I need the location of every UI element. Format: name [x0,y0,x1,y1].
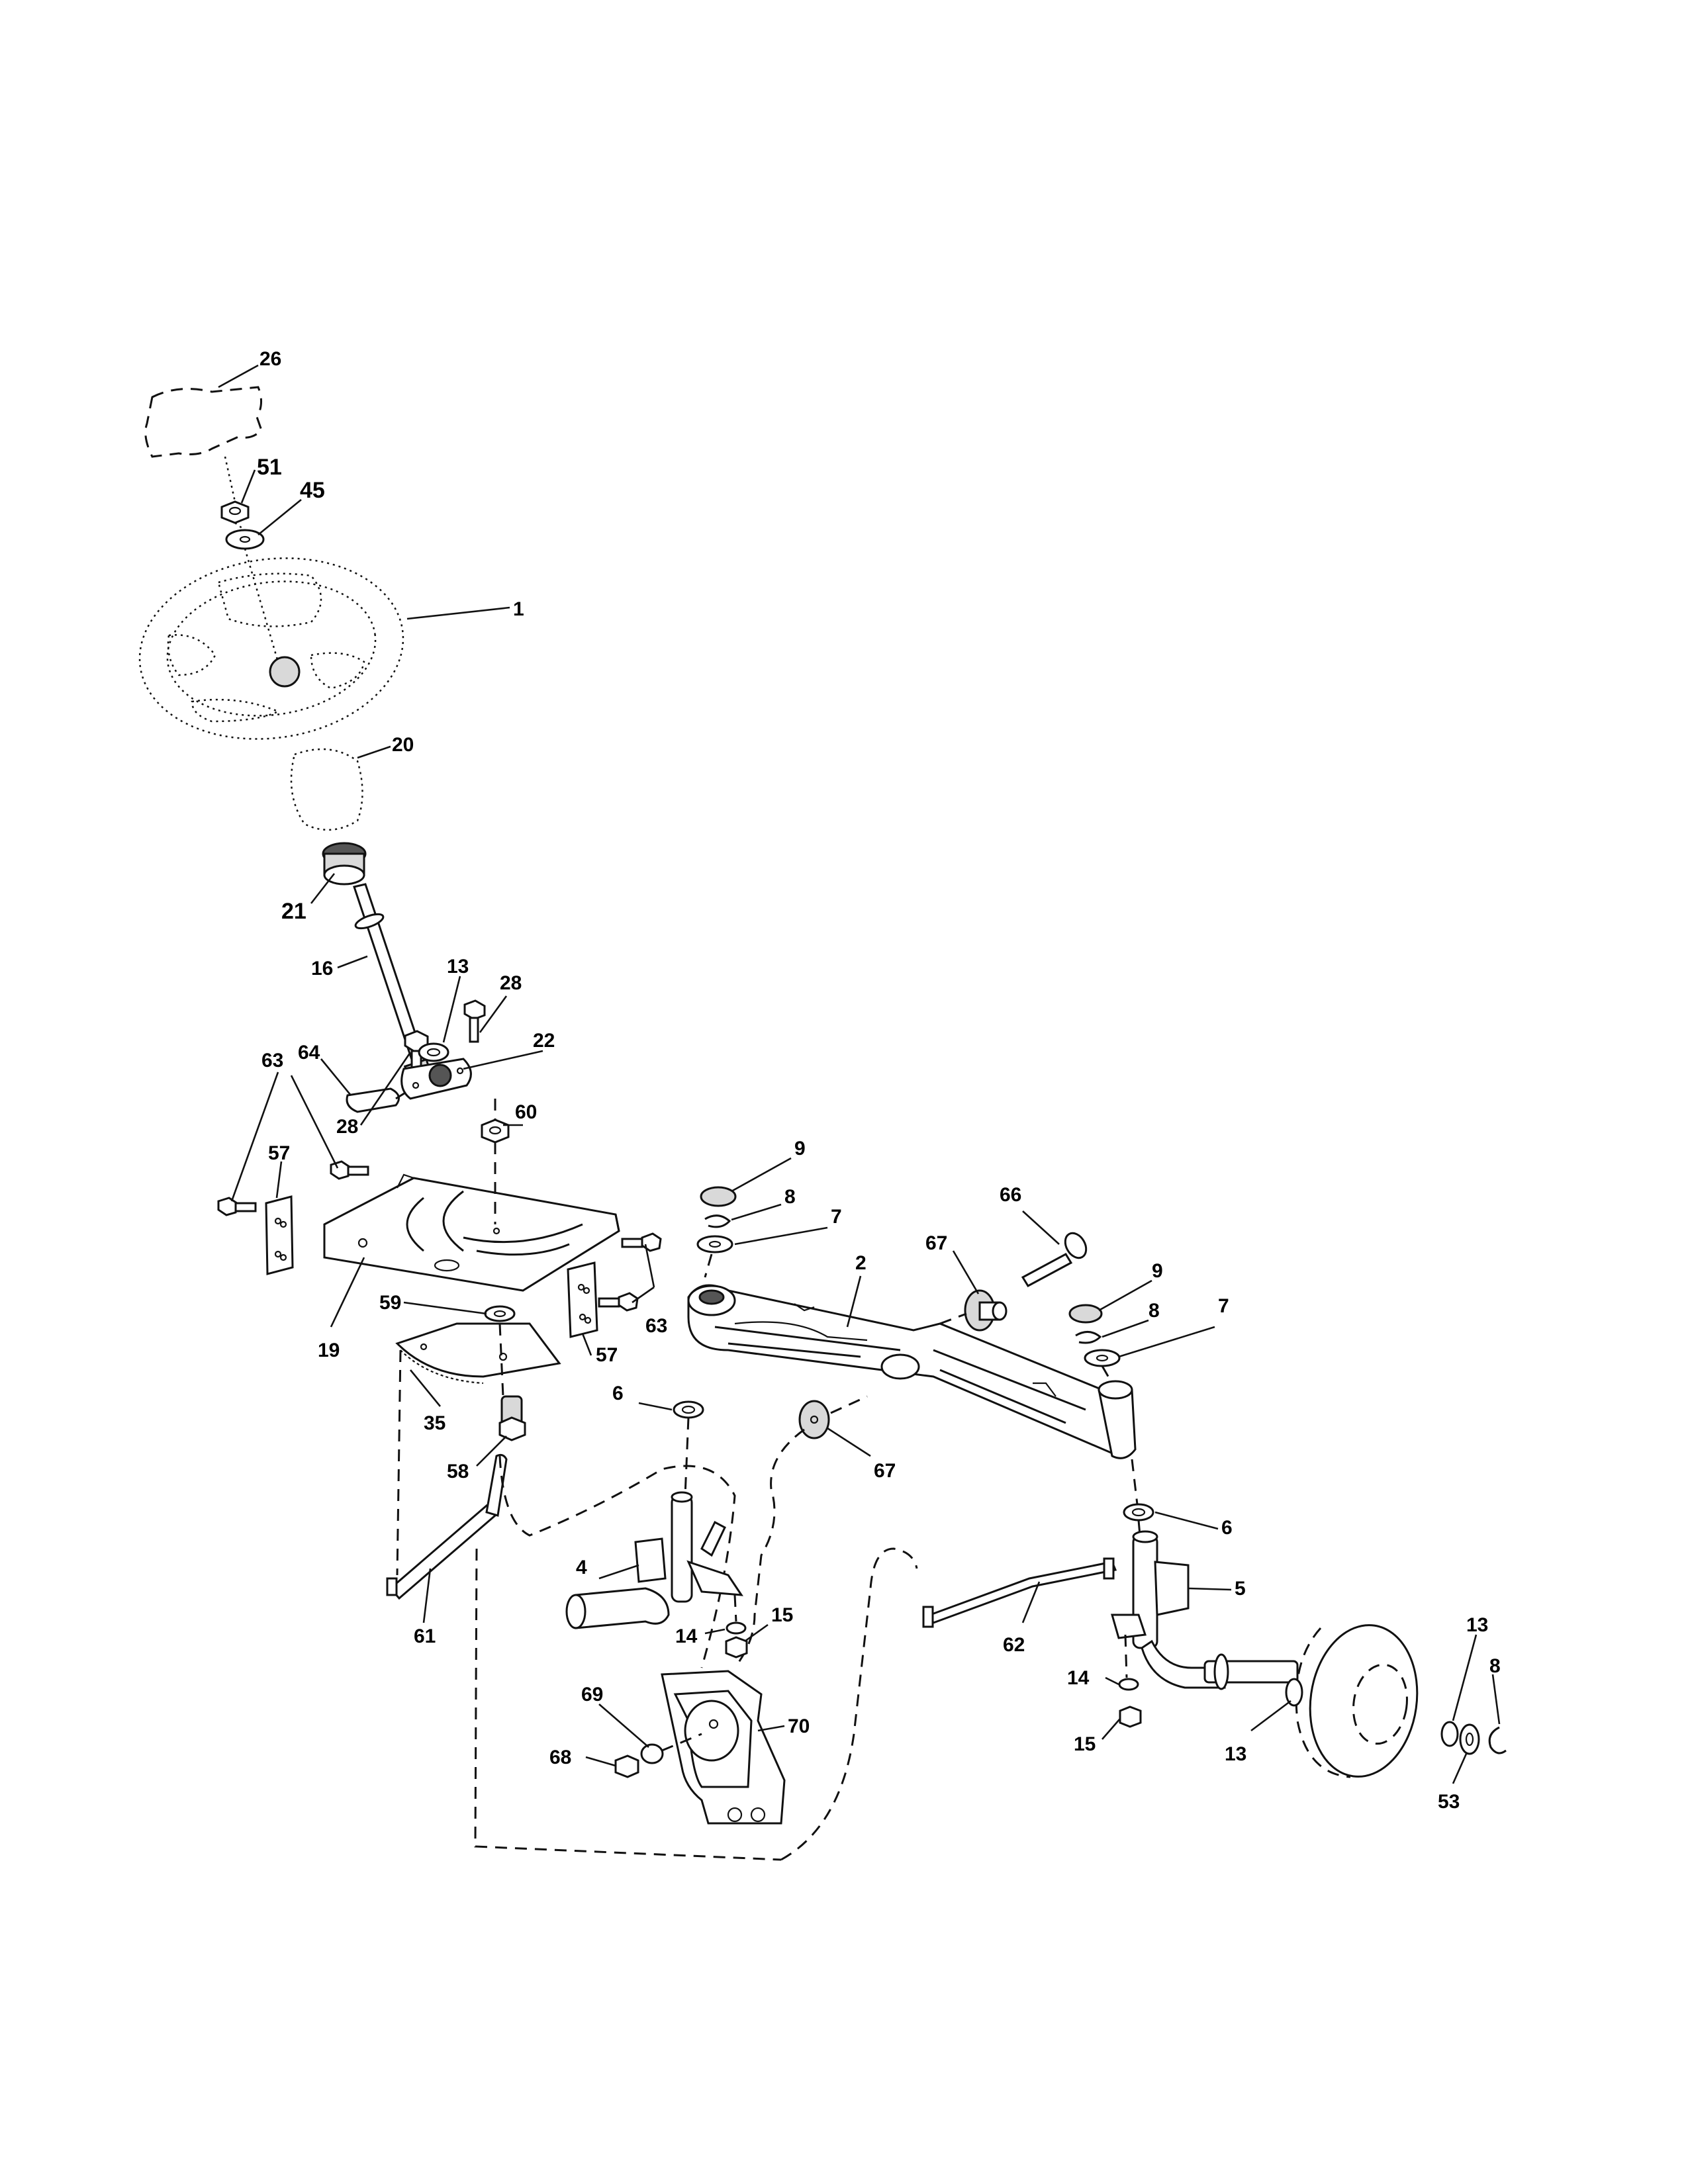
callout-28-lower: 28 [336,1116,358,1138]
callout-66: 66 [1000,1184,1021,1206]
part-2-front-axle [687,1284,1137,1459]
part-59-washer [484,1305,516,1322]
callout-2: 2 [855,1252,867,1274]
callout-15-right: 15 [1074,1733,1096,1755]
callout-53: 53 [1438,1791,1460,1813]
part-21-bushing [322,842,367,886]
callout-57-right: 57 [596,1344,618,1366]
part-45-washer [225,529,265,550]
callout-28-upper: 28 [500,972,522,994]
callout-15-left: 15 [771,1604,793,1626]
part-13-washer-spindle [1285,1678,1303,1707]
part-16-steering-shaft [353,883,437,1097]
part-67-spacer-upper [964,1289,1008,1332]
callout-13-wheel: 13 [1466,1614,1488,1636]
part-60-nut [481,1099,510,1144]
part-28-bolt-upper [463,999,486,1043]
callout-59: 59 [379,1292,401,1314]
part-14-lockwasher-left [726,1621,747,1635]
callout-63-right: 63 [645,1315,667,1337]
callout-51: 51 [257,455,282,480]
part-26-steering-cap [144,386,263,458]
part-63-bolt-right [621,1232,662,1252]
callout-1: 1 [513,598,524,620]
callout-8-left: 8 [784,1186,796,1208]
part-19-steering-plate [323,1142,620,1292]
part-61-drag-link [386,1453,508,1600]
part-8-ring-right [1075,1331,1102,1344]
part-5-spindle-right [1111,1530,1299,1690]
callout-64: 64 [298,1042,320,1064]
part-15-nut-left [725,1636,748,1659]
part-6-bushing-right [1123,1503,1154,1522]
callout-13-upper: 13 [447,956,469,978]
part-6-bushing-left [673,1400,704,1419]
leader-lines [218,364,1501,1784]
callout-21: 21 [281,899,306,924]
part-67-spacer-lower [798,1400,830,1439]
part-9-cap-left [700,1186,737,1207]
part-22-bearing-flange [400,1058,472,1100]
callout-67-upper: 67 [925,1232,947,1254]
callout-14-right: 14 [1067,1667,1090,1689]
part-20-column-boot [290,748,363,831]
part-58-shoulder-bolt [498,1395,526,1441]
part-51-nut [220,500,250,524]
part-69-washer [640,1743,664,1764]
part-15-nut-right [1119,1706,1142,1728]
callout-61: 61 [414,1625,436,1647]
part-62-tie-rod [922,1557,1117,1628]
callout-5: 5 [1235,1578,1246,1600]
callout-14-left: 14 [675,1625,698,1647]
part-wheel-tire [1295,1624,1419,1778]
callout-7-right: 7 [1218,1295,1229,1317]
part-68-nut [614,1754,639,1778]
part-7-washer-right [1084,1349,1121,1367]
callout-16: 16 [311,958,333,979]
part-9-cap-right [1068,1304,1103,1324]
part-63-bolt-left [217,1197,257,1216]
part-53-washer-wheel [1459,1723,1480,1755]
part-8-ring-wheel [1488,1726,1507,1754]
callout-6-right: 6 [1221,1517,1233,1539]
callout-19: 19 [318,1340,340,1361]
callout-60: 60 [515,1101,537,1123]
callout-62: 62 [1003,1634,1025,1656]
callout-26: 26 [259,348,281,370]
callout-6-left: 6 [612,1383,624,1404]
part-1-steering-wheel [138,557,404,740]
part-70-steering-plate [661,1670,786,1825]
callout-68: 68 [549,1747,571,1768]
part-35-sector-gear [395,1322,561,1385]
callout-9-right: 9 [1152,1260,1163,1282]
callout-67-lower: 67 [874,1460,896,1482]
callout-8-wheel: 8 [1489,1655,1501,1677]
callout-70: 70 [788,1715,810,1737]
part-13-washer-upper [418,1042,449,1062]
callout-20: 20 [392,734,414,756]
part-13-washer-wheel [1440,1721,1459,1747]
part-57-bracket-left [265,1195,294,1275]
part-66-pivot-bolt [1021,1232,1088,1287]
callout-4: 4 [576,1557,587,1578]
part-7-washer-left [696,1235,733,1253]
callout-45: 45 [300,478,325,503]
callout-13-spindle: 13 [1225,1743,1246,1765]
callout-57-left: 57 [268,1142,290,1164]
callout-8-right: 8 [1149,1300,1160,1322]
callout-69: 69 [581,1684,603,1706]
callout-labels: 26 51 45 1 20 21 16 13 28 22 64 63 28 60… [257,348,1501,1813]
part-14-lockwasher-right [1118,1678,1139,1691]
part-63-bolt-right-lower [598,1292,639,1312]
part-4-spindle-left [565,1491,743,1629]
callout-7-left: 7 [831,1206,842,1228]
callout-9-left: 9 [794,1138,806,1160]
callout-22: 22 [533,1030,555,1052]
callout-35: 35 [424,1412,445,1434]
part-57-bracket-right [567,1261,598,1338]
part-8-ring-left [704,1214,731,1228]
callout-63-upper: 63 [261,1050,283,1071]
callout-58: 58 [447,1461,469,1482]
